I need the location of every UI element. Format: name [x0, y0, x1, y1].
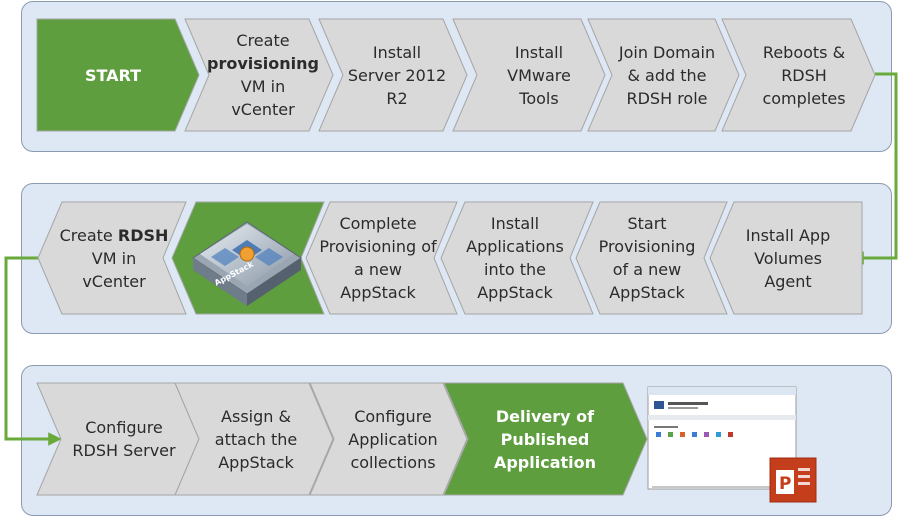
step-start: [36, 18, 200, 132]
appstack-box-icon: AppStack: [192, 221, 302, 306]
connector-row1-to-row2: [850, 72, 898, 265]
powerpoint-icon: P: [769, 457, 817, 503]
step-delivery: [443, 382, 648, 496]
step-configure-collections-label: Configure Application collections: [348, 406, 438, 472]
step-install-agent: [709, 201, 863, 315]
step-start-provisioning-label: Start Provisioning of a new AppStack: [598, 214, 696, 302]
step-reboots-rdsh-label: Reboots & RDSH completes: [762, 42, 846, 108]
step-create-provisioning-vm: [184, 18, 334, 132]
step-complete-provisioning: [305, 201, 458, 315]
svg-text:P: P: [779, 474, 791, 494]
step-start-provisioning: [575, 201, 728, 315]
step-install-agent-label: Install App Volumes Agent: [745, 225, 831, 291]
step-reboots-rdsh: [721, 18, 876, 132]
step-join-domain-label: Join Domain & add the RDSH role: [618, 42, 716, 108]
step-install-vmware-tools-label: Install VMware Tools: [507, 42, 571, 108]
step-install-applications: [440, 201, 594, 315]
step-join-domain: [587, 18, 740, 132]
step-create-rdsh-vm: [37, 201, 187, 315]
step-delivery-label: Delivery of Published Application: [493, 406, 597, 472]
step-assign-appstack: [174, 382, 334, 496]
step-install-applications-label: Install Applications into the AppStack: [466, 214, 564, 302]
step-install-vmware-tools: [452, 18, 606, 132]
step-install-server: [318, 18, 468, 132]
connector-row2-to-row3: [4, 256, 62, 446]
step-install-server-label: Install Server 2012 R2: [347, 42, 447, 108]
step-configure-rdsh-label: Configure RDSH Server: [72, 418, 176, 460]
step-configure-collections: [309, 382, 468, 496]
step-start-label: START: [84, 65, 142, 85]
step-assign-appstack-label: Assign & attach the AppStack: [214, 406, 298, 472]
step-complete-provisioning-label: Complete Provisioning of a new AppStack: [319, 214, 437, 302]
